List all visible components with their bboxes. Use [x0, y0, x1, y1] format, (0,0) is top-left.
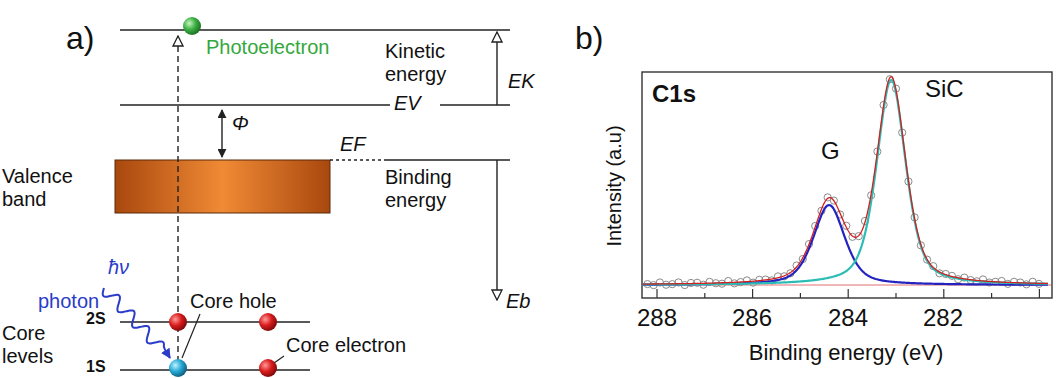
photon-energy: ħν — [108, 256, 129, 279]
band-label: Valence band — [2, 165, 110, 211]
symbol-label: EK — [508, 70, 535, 93]
envelope-fit — [643, 77, 1048, 284]
electron-ball — [259, 359, 277, 377]
spectrum-title: C1s — [652, 80, 696, 108]
level-label: EF — [340, 133, 366, 156]
photon-wave — [103, 288, 170, 358]
axis-title: Binding energy (eV) — [749, 340, 943, 365]
symbol-label: Eb — [506, 290, 530, 313]
leader-line — [274, 356, 284, 363]
axis-title: Intensity (a.u) — [603, 125, 626, 246]
tick-label: 282 — [923, 304, 963, 332]
photoelectron-ball — [183, 17, 201, 35]
core-level-2s — [120, 321, 310, 323]
tick-label: 288 — [637, 304, 677, 332]
energy-label: Kinetic energy — [385, 40, 493, 86]
axis-tick — [943, 289, 944, 298]
work-function-arrow — [221, 110, 222, 157]
vacuum-level-line — [120, 104, 390, 106]
axis-ticks — [657, 289, 1039, 298]
photon-wave — [103, 288, 170, 358]
binding-energy-arrow — [496, 160, 497, 300]
core-level-1s — [120, 369, 310, 371]
peak-label: G — [821, 137, 840, 165]
valence-band — [115, 160, 330, 213]
electron-ball — [259, 313, 277, 331]
axis-tick — [656, 289, 657, 298]
energy-label: Binding energy — [385, 166, 491, 212]
level-label: 1S — [86, 358, 106, 376]
callout-label: Core hole — [190, 290, 277, 313]
group-label: Core levels — [2, 322, 82, 368]
electron-ball — [169, 313, 187, 331]
panel-letter: b) — [575, 20, 603, 57]
photon-label: photon — [38, 290, 99, 313]
tick-label: 286 — [732, 304, 772, 332]
panel-letter: a) — [66, 20, 94, 57]
tick-label: 284 — [828, 304, 868, 332]
core-hole-ball — [169, 359, 187, 377]
axis-tick — [848, 289, 849, 298]
callout-label: Core electron — [286, 334, 406, 357]
vacuum-continuum-line — [120, 29, 510, 31]
fermi-level-line — [385, 159, 510, 161]
particle-label: Photoelectron — [206, 36, 329, 59]
vacuum-level-line — [440, 104, 510, 106]
axis-tick — [800, 293, 801, 298]
level-label: EV — [394, 92, 421, 115]
peak-label: SiC — [925, 75, 964, 103]
fermi-level-dashed — [330, 159, 385, 160]
axis-tick — [895, 293, 896, 298]
axis-tick — [752, 289, 753, 298]
plot-frame — [642, 72, 1052, 298]
spectrum-curves — [643, 76, 1051, 289]
axis-tick — [991, 293, 992, 298]
axis-tick — [704, 293, 705, 298]
kinetic-energy-arrow — [496, 32, 497, 105]
symbol-label: Φ — [232, 112, 249, 135]
axis-tick — [1039, 289, 1040, 298]
sic-peak — [643, 80, 1048, 285]
level-label: 2S — [86, 310, 106, 328]
